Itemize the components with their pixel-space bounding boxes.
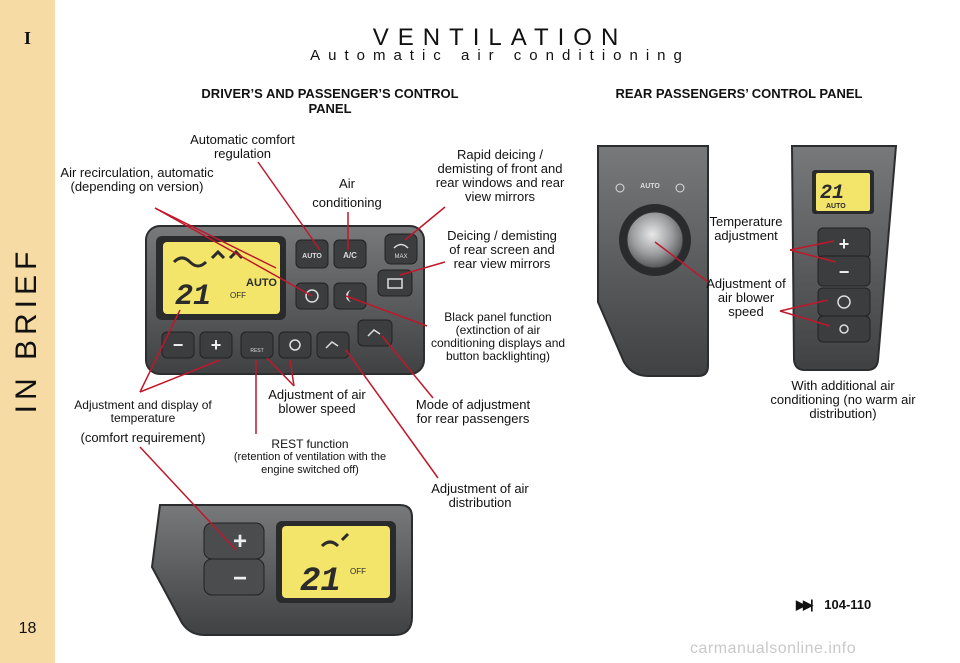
label-deicing-rear: Deicing / demisting of rear screen and r… bbox=[447, 228, 557, 271]
leader-lines bbox=[139, 161, 837, 551]
svg-text:AUTO: AUTO bbox=[826, 203, 846, 210]
svg-text:21: 21 bbox=[820, 182, 844, 205]
rear-minus-button bbox=[817, 255, 871, 287]
front-control-panel: 21 AUTO OFF AUTO A/C MAX − + REST bbox=[145, 225, 425, 375]
page-reference: ▶▶| 104-110 bbox=[796, 597, 871, 613]
label-comfort-requirement: (comfort requirement) bbox=[80, 430, 206, 445]
svg-text:21: 21 bbox=[300, 563, 341, 601]
label-rear-blower: Adjustment of air blower speed bbox=[706, 276, 786, 319]
svg-text:REST: REST bbox=[250, 348, 263, 354]
blower-button bbox=[278, 331, 312, 359]
label-rear-temp: Temperature adjustment bbox=[709, 214, 783, 243]
rear-panel-heading: REAR PASSENGERS’ CONTROL PANEL bbox=[615, 86, 863, 101]
page-title: VENTILATION bbox=[372, 24, 628, 51]
front-panel-heading: DRIVER’S AND PASSENGER’S CONTROL PANEL bbox=[201, 86, 459, 116]
ac-button bbox=[333, 239, 367, 269]
label-air-distribution: Adjustment of air distribution bbox=[431, 481, 529, 510]
label-conditioning: conditioning bbox=[312, 195, 382, 210]
svg-text:+: + bbox=[233, 528, 247, 555]
detail-minus-button bbox=[203, 558, 265, 596]
reference-pages: 104-110 bbox=[824, 597, 872, 612]
rear-mode-button bbox=[357, 319, 393, 347]
auto-button bbox=[295, 239, 329, 269]
distribution-button bbox=[316, 331, 350, 359]
black-panel-button bbox=[333, 282, 367, 310]
svg-text:−: − bbox=[233, 565, 247, 592]
label-temp-adjust: Adjustment and display of temperature bbox=[74, 398, 212, 425]
front-lcd-temp: 21 bbox=[175, 280, 211, 314]
section-numeral: I bbox=[23, 28, 31, 48]
label-black-panel: Black panel function (extinction of air … bbox=[430, 310, 566, 363]
page-number: 18 bbox=[18, 620, 37, 637]
label-rest-desc: (retention of ventilation with the engin… bbox=[233, 451, 387, 476]
svg-text:AUTO: AUTO bbox=[302, 253, 322, 260]
front-panel-detail: + − 21 OFF bbox=[150, 504, 413, 636]
svg-text:+: + bbox=[211, 335, 222, 355]
page-subtitle: Automatic air conditioning bbox=[310, 47, 690, 64]
rear-screen-button bbox=[377, 269, 413, 297]
svg-text:A/C: A/C bbox=[343, 251, 357, 260]
front-lcd-auto: AUTO bbox=[246, 277, 277, 289]
label-rest-title: REST function bbox=[271, 437, 349, 451]
front-lcd-off: OFF bbox=[230, 291, 246, 300]
label-mode-rear: Mode of adjustment for rear passengers bbox=[415, 397, 531, 426]
max-deicing-button bbox=[384, 233, 418, 265]
rear-lcd-display bbox=[816, 173, 870, 211]
detail-lcd-display bbox=[282, 526, 390, 598]
rear-panel-buttons: 21 AUTO + − bbox=[790, 145, 898, 371]
temp-plus-button bbox=[199, 331, 233, 359]
rest-button bbox=[240, 331, 274, 359]
watermark: carmanualsonline.info bbox=[690, 640, 857, 657]
rear-temp-knob bbox=[626, 211, 684, 269]
svg-text:OFF: OFF bbox=[350, 567, 366, 576]
rear-blower-down-button bbox=[817, 315, 871, 343]
svg-text:+: + bbox=[839, 234, 850, 254]
label-blower-speed: Adjustment of air blower speed bbox=[268, 387, 366, 416]
label-auto-comfort: Automatic comfort regulation bbox=[190, 132, 295, 161]
temp-minus-button bbox=[161, 331, 195, 359]
svg-text:−: − bbox=[839, 262, 850, 282]
label-rapid-deicing: Rapid deicing / demisting of front and r… bbox=[435, 147, 565, 204]
svg-text:MAX: MAX bbox=[394, 254, 407, 260]
fast-forward-icon: ▶▶| bbox=[796, 597, 814, 612]
label-air: Air bbox=[339, 176, 355, 191]
label-rear-note: With additional air conditioning (no war… bbox=[770, 378, 916, 421]
svg-text:AUTO: AUTO bbox=[640, 183, 660, 190]
svg-text:−: − bbox=[173, 335, 184, 355]
front-lcd-display bbox=[163, 242, 280, 314]
rear-panel-knob: AUTO bbox=[597, 145, 709, 377]
label-air-recirculation: Air recirculation, automatic (depending … bbox=[60, 165, 214, 194]
sidebar: I IN BRIEF 18 bbox=[0, 0, 55, 663]
rear-blower-up-button bbox=[817, 287, 871, 317]
